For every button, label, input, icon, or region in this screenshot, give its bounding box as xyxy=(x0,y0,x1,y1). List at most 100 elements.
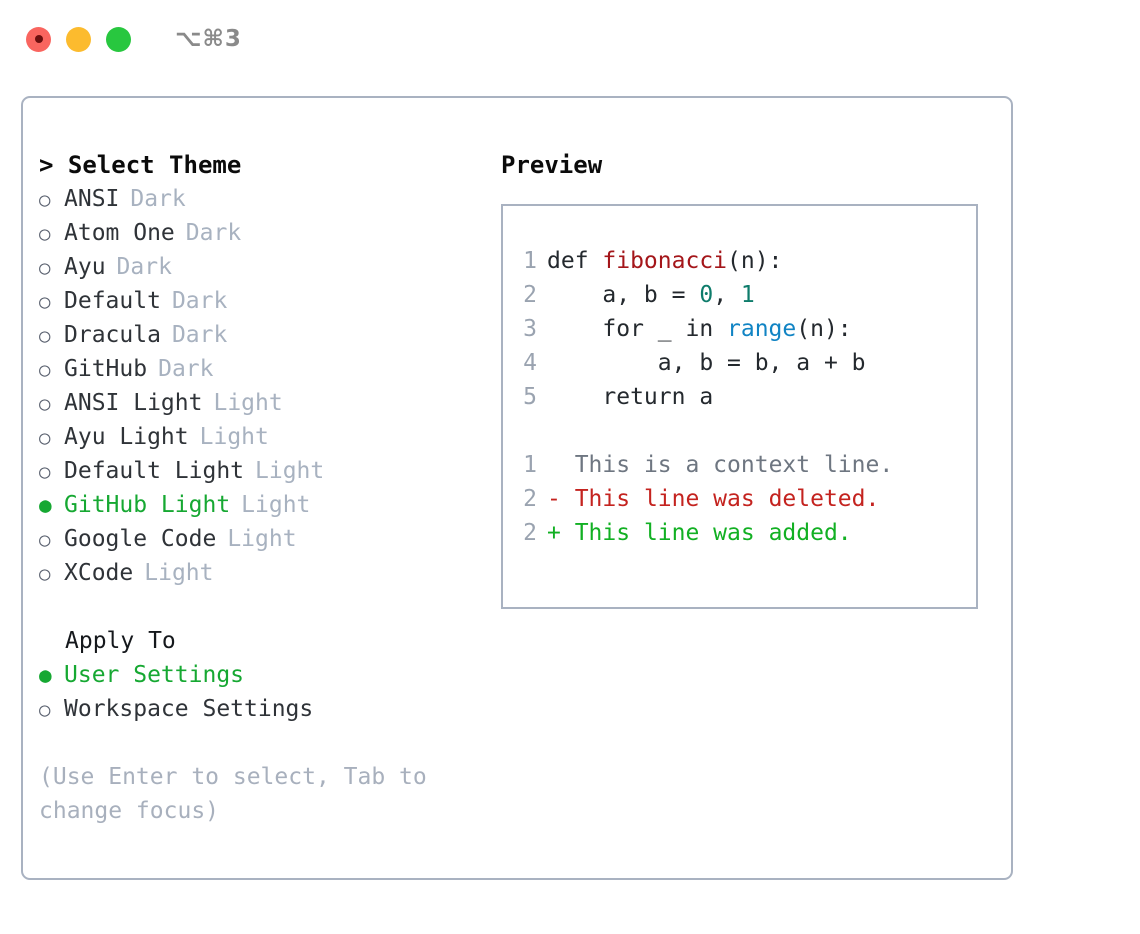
radio-unselected-icon: ○ xyxy=(39,461,51,483)
diff-line-number: 2 xyxy=(523,486,537,512)
theme-option-label: ANSI xyxy=(64,186,120,212)
theme-option-google-code[interactable]: ○ Google Code Light xyxy=(39,522,489,556)
code-token-num: 1 xyxy=(740,282,755,308)
diff-marker: + xyxy=(547,520,575,546)
code-token-kw: , xyxy=(713,282,741,308)
theme-option-ansi-light[interactable]: ○ ANSI Light Light xyxy=(39,386,489,420)
theme-type-badge: Light xyxy=(213,390,283,416)
help-hint-text: (Use Enter to select, Tab to change focu… xyxy=(39,764,441,824)
radio-unselected-icon: ○ xyxy=(39,427,51,449)
maximize-button-icon[interactable] xyxy=(106,26,131,52)
code-diff-gap xyxy=(515,414,970,448)
diff-sample: 1 This is a context line. 2- This line wa… xyxy=(515,448,970,550)
code-line-number: 1 xyxy=(523,248,537,274)
title-bar: ⌥⌘3 xyxy=(0,0,1140,78)
minimize-button-icon[interactable] xyxy=(66,26,91,52)
theme-option-dracula[interactable]: ○ Dracula Dark xyxy=(39,318,489,352)
theme-type-badge: Dark xyxy=(130,186,186,212)
theme-type-badge: Dark xyxy=(158,356,214,382)
code-token-builtin: range xyxy=(727,316,797,342)
theme-type-badge: Light xyxy=(199,424,269,450)
code-line-number: 4 xyxy=(523,350,537,376)
code-line-text: for _ in range(n): xyxy=(547,312,852,346)
code-token-fn: fibonacci xyxy=(602,248,728,274)
apply-to-option-label: Workspace Settings xyxy=(64,696,314,722)
apply-to-heading: Apply To xyxy=(65,628,176,654)
code-token-kw: (n): xyxy=(796,316,852,342)
theme-option-ansi[interactable]: ○ ANSI Dark xyxy=(39,182,489,216)
radio-unselected-icon: ○ xyxy=(39,699,51,721)
code-line-text: def fibonacci(n): xyxy=(547,244,782,278)
list-spacer xyxy=(39,590,489,624)
theme-option-label: GitHub xyxy=(64,356,148,382)
radio-unselected-icon: ○ xyxy=(39,325,51,347)
diff-line: 2- This line was deleted. xyxy=(515,482,970,516)
apply-to-option-user-settings[interactable]: ● User Settings xyxy=(39,658,489,692)
theme-option-label: Default xyxy=(64,288,161,314)
theme-option-default[interactable]: ○ Default Dark xyxy=(39,284,489,318)
theme-option-label: Dracula xyxy=(64,322,161,348)
theme-option-label: Default Light xyxy=(64,458,245,484)
code-line: 4 a, b = b, a + b xyxy=(515,346,970,380)
theme-type-badge: Light xyxy=(227,526,297,552)
diff-line-number: 2 xyxy=(523,520,537,546)
diff-line-text: This is a context line. xyxy=(574,452,894,478)
theme-option-github-light[interactable]: ● GitHub Light Light xyxy=(39,488,489,522)
code-token-kw: def xyxy=(547,248,603,274)
close-button-icon[interactable] xyxy=(26,26,51,52)
code-token-kw: (n): xyxy=(727,248,783,274)
radio-unselected-icon: ○ xyxy=(39,257,51,279)
theme-type-badge: Light xyxy=(255,458,325,484)
diff-line-number: 1 xyxy=(523,452,537,478)
theme-option-label: Ayu xyxy=(64,254,106,280)
radio-unselected-icon: ○ xyxy=(39,393,51,415)
diff-line-text: This line was added. xyxy=(574,520,852,546)
code-token-kw: a, b = xyxy=(547,282,700,308)
radio-unselected-icon: ○ xyxy=(39,291,51,313)
radio-selected-icon: ● xyxy=(39,493,52,517)
window-controls xyxy=(26,26,131,52)
theme-option-atom-one[interactable]: ○ Atom One Dark xyxy=(39,216,489,250)
diff-marker xyxy=(547,448,575,482)
theme-type-badge: Dark xyxy=(116,254,172,280)
code-line-number: 3 xyxy=(523,316,537,342)
theme-option-ayu[interactable]: ○ Ayu Dark xyxy=(39,250,489,284)
theme-type-badge: Dark xyxy=(171,288,228,314)
theme-option-label: GitHub Light xyxy=(64,492,231,518)
code-line-text: a, b = b, a + b xyxy=(547,346,866,380)
code-token-num: 0 xyxy=(699,282,714,308)
apply-to-option-label: User Settings xyxy=(64,662,245,688)
theme-option-label: ANSI Light xyxy=(64,390,203,416)
select-theme-heading: > Select Theme xyxy=(39,151,242,179)
theme-type-badge: Light xyxy=(241,492,311,518)
theme-type-badge: Dark xyxy=(171,322,228,348)
radio-selected-icon: ● xyxy=(39,663,52,687)
code-line: 1 def fibonacci(n): xyxy=(515,244,970,278)
code-line-number: 5 xyxy=(523,384,537,410)
theme-type-badge: Light xyxy=(144,560,214,586)
diff-marker: - xyxy=(547,486,575,512)
code-token-kw: a, b = b, a + b xyxy=(547,350,866,376)
radio-unselected-icon: ○ xyxy=(39,529,51,551)
theme-option-label: Atom One xyxy=(64,220,175,246)
radio-unselected-icon: ○ xyxy=(39,189,51,211)
theme-type-badge: Dark xyxy=(185,220,242,246)
theme-option-default-light[interactable]: ○ Default Light Light xyxy=(39,454,489,488)
keyboard-shortcut-label: ⌥⌘3 xyxy=(175,26,242,52)
code-token-kw: return a xyxy=(547,384,714,410)
apply-to-option-workspace-settings[interactable]: ○ Workspace Settings xyxy=(39,692,489,726)
diff-line: 2 + This line was added. xyxy=(515,516,970,550)
code-line: 5 return a xyxy=(515,380,970,414)
radio-unselected-icon: ○ xyxy=(39,223,51,245)
theme-option-label: Google Code xyxy=(64,526,217,552)
code-line-number: 2 xyxy=(523,282,537,308)
